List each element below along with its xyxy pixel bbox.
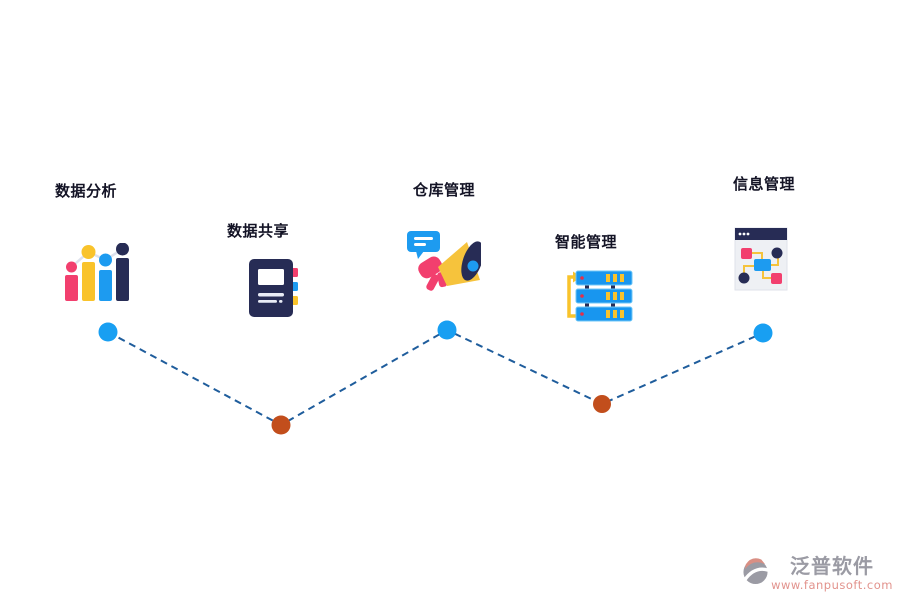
milestone-dot: [271, 415, 291, 435]
node-label-info-mgmt: 信息管理: [733, 175, 796, 193]
milestone-dot: [98, 322, 118, 342]
megaphone-icon: [407, 231, 481, 291]
node-label-smart-mgmt: 智能管理: [555, 233, 618, 251]
node-label-warehouse-mgmt: 仓库管理: [413, 181, 476, 199]
milestone-dot: [437, 320, 457, 340]
node-label-data-sharing: 数据共享: [227, 222, 290, 240]
milestone-dot: [753, 323, 773, 343]
node-label-data-analysis: 数据分析: [55, 182, 118, 200]
notebook-icon: [249, 259, 298, 317]
brand-watermark: 泛普软件 www.fanpusoft.com: [742, 555, 893, 592]
bar-chart-icon: [65, 243, 129, 301]
dashed-path: [107, 328, 764, 427]
brand-url: www.fanpusoft.com: [771, 578, 893, 592]
fanpu-logo-icon: [743, 558, 769, 585]
brand-name: 泛普软件: [790, 554, 875, 578]
milestone-dot: [593, 395, 611, 413]
flowchart-window-icon: [734, 227, 788, 291]
server-stack-icon: [567, 270, 633, 322]
